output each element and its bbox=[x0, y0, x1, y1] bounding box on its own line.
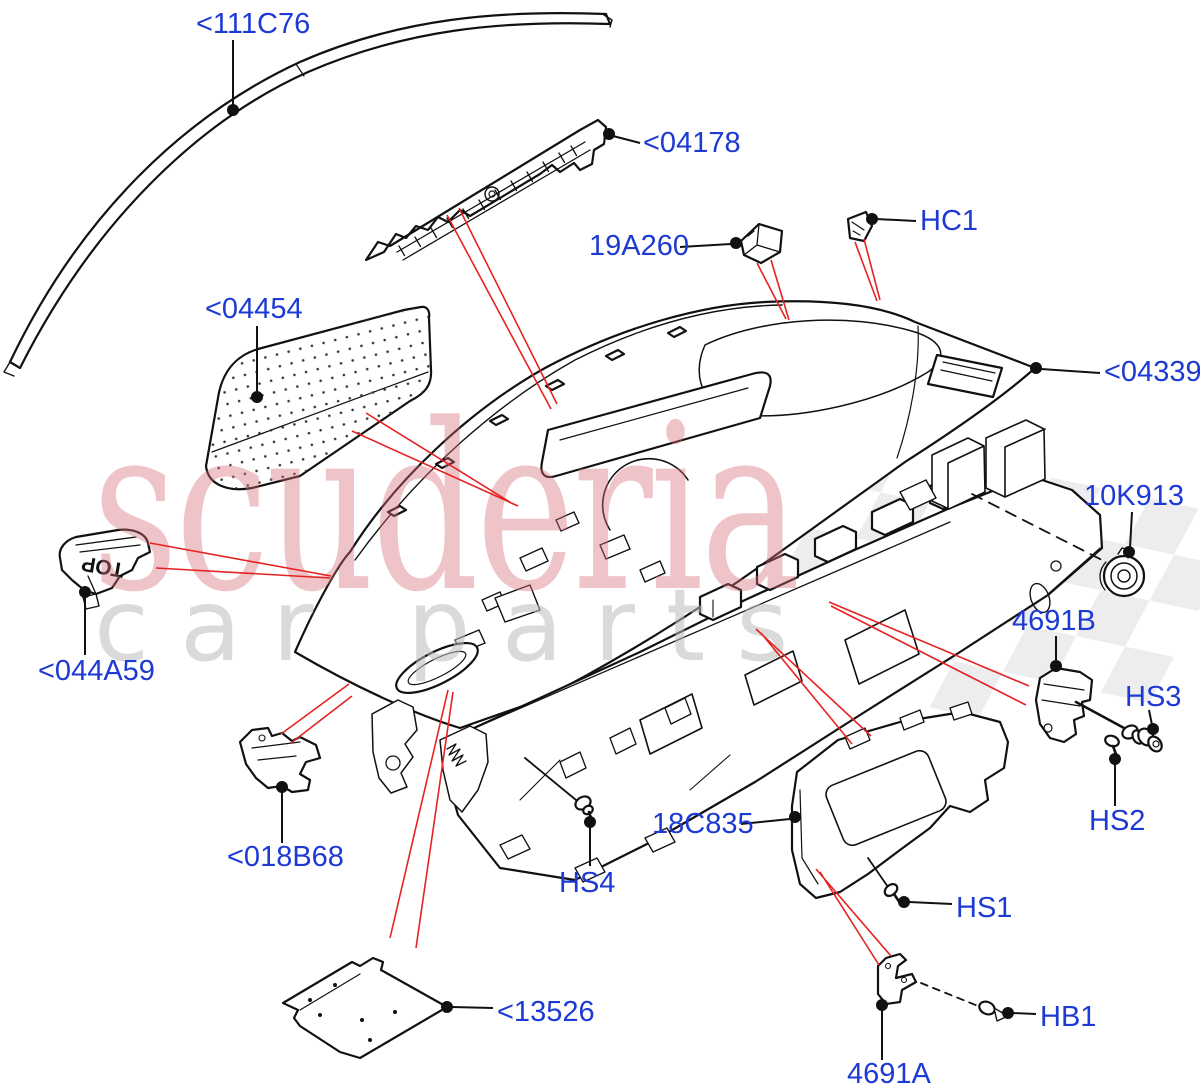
red-locator-lines bbox=[149, 207, 1030, 966]
part-label-HS4[interactable]: HS4 bbox=[559, 867, 615, 899]
part-label-044A59[interactable]: <044A59 bbox=[38, 655, 155, 687]
part-label-10K913[interactable]: 10K913 bbox=[1084, 480, 1184, 512]
grommet-dashed-leader bbox=[971, 493, 1103, 561]
part-ip-substrate bbox=[371, 419, 1104, 883]
part-windscreen-trim-111C76 bbox=[3, 12, 613, 377]
part-pushpin-HB1 bbox=[920, 982, 1009, 1022]
part-label-HC1[interactable]: HC1 bbox=[920, 205, 978, 237]
part-label-HS3[interactable]: HS3 bbox=[1125, 681, 1181, 713]
part-speaker-grille-04454 bbox=[204, 305, 433, 491]
part-label-04178[interactable]: <04178 bbox=[643, 127, 741, 159]
label-leader-lines bbox=[79, 40, 1159, 1060]
part-labels: <111C76 <04178 19A260 HC1 <04454 <04339 … bbox=[38, 8, 1200, 1086]
part-label-HB1[interactable]: HB1 bbox=[1040, 1001, 1096, 1033]
part-label-04454[interactable]: <04454 bbox=[205, 293, 303, 325]
part-defroster-panel-04178 bbox=[364, 118, 608, 262]
watermark-subtitle: car parts bbox=[94, 567, 819, 684]
part-label-HS1[interactable]: HS1 bbox=[956, 892, 1012, 924]
part-label-HS2[interactable]: HS2 bbox=[1089, 805, 1145, 837]
part-bracket-044A59: TOP bbox=[58, 528, 152, 610]
part-label-13526[interactable]: <13526 bbox=[497, 996, 595, 1028]
part-clip-19A260 bbox=[739, 222, 784, 265]
part-label-018B68[interactable]: <018B68 bbox=[227, 841, 344, 873]
part-floor-panel-13526 bbox=[281, 956, 449, 1060]
part-bracket-018B68 bbox=[238, 726, 322, 794]
part-label-4691B[interactable]: 4691B bbox=[1012, 605, 1096, 637]
part-knee-airbag-18C835 bbox=[790, 701, 1010, 900]
part-screw-HS4 bbox=[524, 757, 594, 823]
part-clip-HC1 bbox=[846, 210, 874, 243]
part-label-19A260[interactable]: 19A260 bbox=[589, 230, 689, 262]
part-label-18C835[interactable]: 18C835 bbox=[652, 808, 754, 840]
watermark: scuderia car parts bbox=[92, 376, 819, 684]
watermark-brand: scuderia bbox=[92, 376, 798, 643]
part-label-4691A[interactable]: 4691A bbox=[847, 1058, 932, 1086]
part-instrument-panel-cover-04339 bbox=[293, 300, 1037, 730]
part-grommet-10K913 bbox=[1099, 547, 1146, 598]
part-label-111C76[interactable]: <111C76 bbox=[196, 8, 310, 40]
part-label-04339[interactable]: <04339 bbox=[1104, 356, 1200, 388]
part-bracket-4691A bbox=[876, 952, 918, 1006]
